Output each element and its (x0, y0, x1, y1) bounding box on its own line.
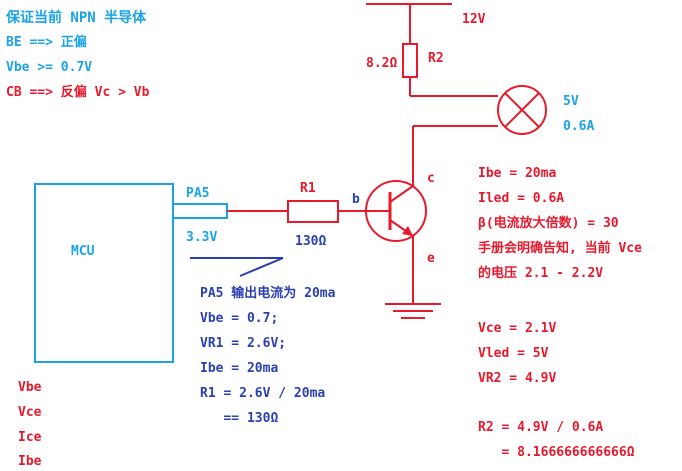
calc-right2-2: Vled = 5V (478, 346, 549, 361)
calc-right-5: 的电压 2.1 - 2.2V (478, 266, 604, 281)
label-r1: R1 (300, 181, 316, 196)
calc-right-2: Iled = 0.6A (478, 191, 565, 206)
label-lamp-current: 0.6A (563, 119, 595, 134)
calc-right3-2: = 8.166666666666Ω (478, 445, 635, 460)
label-pin-voltage: 3.3V (186, 230, 218, 245)
label-mcu: MCU (71, 244, 95, 259)
annotation-stroke-2 (239, 257, 284, 277)
label-lamp-voltage: 5V (563, 94, 579, 109)
bottom-left-ibe: Ibe (18, 454, 42, 469)
bottom-left-vbe: Vbe (18, 380, 42, 395)
calc-mid-3: VR1 = 2.6V; (200, 336, 287, 351)
note-be: BE ==> 正偏 (6, 35, 87, 50)
label-emitter: e (427, 251, 435, 266)
calc-right2-3: VR2 = 4.9V (478, 371, 557, 386)
r1-resistor (287, 200, 339, 223)
label-collector: c (427, 171, 435, 186)
calc-right2-1: Vce = 2.1V (478, 321, 557, 336)
r2-resistor (402, 43, 418, 78)
calc-right3-1: R2 = 4.9V / 0.6A (478, 420, 604, 435)
label-r1-value: 130Ω (295, 234, 327, 249)
label-r2: R2 (428, 51, 444, 66)
calc-mid-2: Vbe = 0.7; (200, 311, 279, 326)
pa5-pin (172, 203, 228, 219)
calc-mid-5: R1 = 2.6V / 20ma (200, 386, 326, 401)
transistor-collector-leg (389, 185, 414, 203)
label-12v: 12V (462, 12, 486, 27)
label-base: b (352, 192, 360, 207)
lamp-circle (497, 85, 547, 135)
transistor-circle (365, 180, 427, 242)
label-r2-value: 8.2Ω (366, 56, 398, 71)
bottom-left-vce: Vce (18, 405, 42, 420)
calc-mid-1: PA5 输出电流为 20ma (200, 286, 336, 301)
mcu-box (34, 183, 174, 363)
lamp-cross-2 (504, 92, 540, 128)
calc-right-1: Ibe = 20ma (478, 166, 557, 181)
label-pa5: PA5 (186, 186, 210, 201)
calc-right-4: 手册会明确告知, 当前 Vce (478, 241, 642, 256)
calc-right-3: β(电流放大倍数) = 30 (478, 216, 619, 231)
note-cb: CB ==> 反偏 Vc > Vb (6, 85, 150, 100)
calc-mid-4: Ibe = 20ma (200, 361, 279, 376)
bottom-left-ice: Ice (18, 430, 42, 445)
note-vbe: Vbe >= 0.7V (6, 60, 93, 75)
note-title: 保证当前 NPN 半导体 (6, 10, 147, 26)
emitter-arrow (402, 226, 413, 236)
calc-mid-6: == 130Ω (200, 411, 279, 426)
